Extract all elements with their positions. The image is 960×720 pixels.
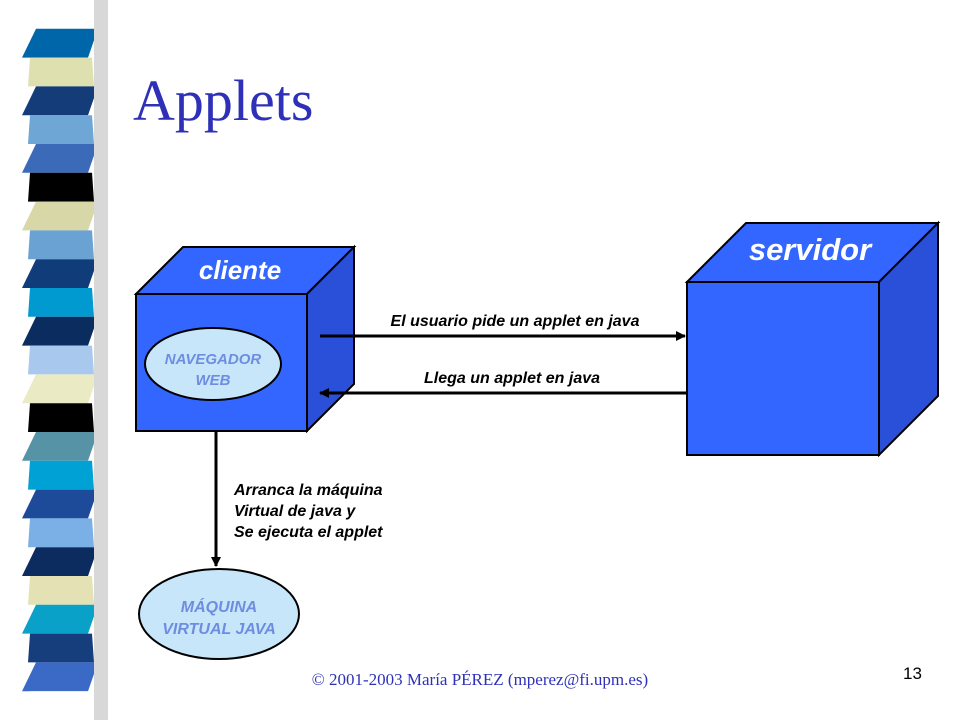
start-label-line3: Se ejecuta el applet <box>234 524 383 541</box>
stripe-band <box>28 460 94 490</box>
stripe-band <box>28 0 94 29</box>
stripe-band <box>28 57 94 87</box>
stripe-band <box>22 86 98 116</box>
stripe-band <box>22 259 98 288</box>
stripe-band <box>28 172 94 202</box>
start-label-line1: Arranca la máquina <box>233 482 383 499</box>
stripe-band <box>28 518 94 548</box>
stripe-shadow <box>94 0 108 720</box>
stripe-band <box>22 28 98 58</box>
stripe-band <box>28 288 94 317</box>
response-label: Llega un applet en java <box>424 370 600 387</box>
slide-title: Applets <box>133 68 314 133</box>
stripe-band <box>22 374 98 404</box>
browser-label-line1: NAVEGADOR <box>165 351 262 368</box>
start-label-line2: Virtual de java y <box>234 503 356 520</box>
page-number: 13 <box>903 664 922 683</box>
server-label: servidor <box>749 232 873 267</box>
jvm-ellipse-shape <box>138 568 300 660</box>
jvm-ellipse: MÁQUINA VIRTUAL JAVA <box>138 568 300 660</box>
stripe-band <box>28 633 94 663</box>
stripe-band <box>28 115 94 144</box>
request-label: El usuario pide un applet en java <box>391 313 640 330</box>
decorative-stripe-bar <box>22 0 108 720</box>
browser-ellipse-shape <box>144 327 282 401</box>
stripe-band <box>22 144 98 173</box>
server-cube: servidor <box>684 220 941 458</box>
jvm-label-line1: MÁQUINA <box>181 597 257 616</box>
stripe-band <box>28 345 94 375</box>
stripe-band <box>22 662 98 692</box>
stripe-band <box>22 604 98 634</box>
jvm-label-line2: VIRTUAL JAVA <box>162 621 276 638</box>
stripe-band <box>28 576 94 605</box>
stripe-band <box>22 316 98 346</box>
browser-ellipse: NAVEGADOR WEB <box>144 327 282 401</box>
stripe-band <box>22 201 98 231</box>
stripe-band <box>22 432 98 461</box>
copyright-footer: © 2001-2003 María PÉREZ (mperez@fi.upm.e… <box>311 670 649 689</box>
browser-label-line2: WEB <box>196 372 231 389</box>
stripe-band <box>22 547 98 576</box>
client-label: cliente <box>199 255 281 285</box>
stripe-band <box>28 403 94 432</box>
server-cube-front <box>686 281 880 456</box>
stripe-band <box>28 691 94 720</box>
stripe-band <box>28 230 94 260</box>
stripe-band <box>22 489 98 519</box>
